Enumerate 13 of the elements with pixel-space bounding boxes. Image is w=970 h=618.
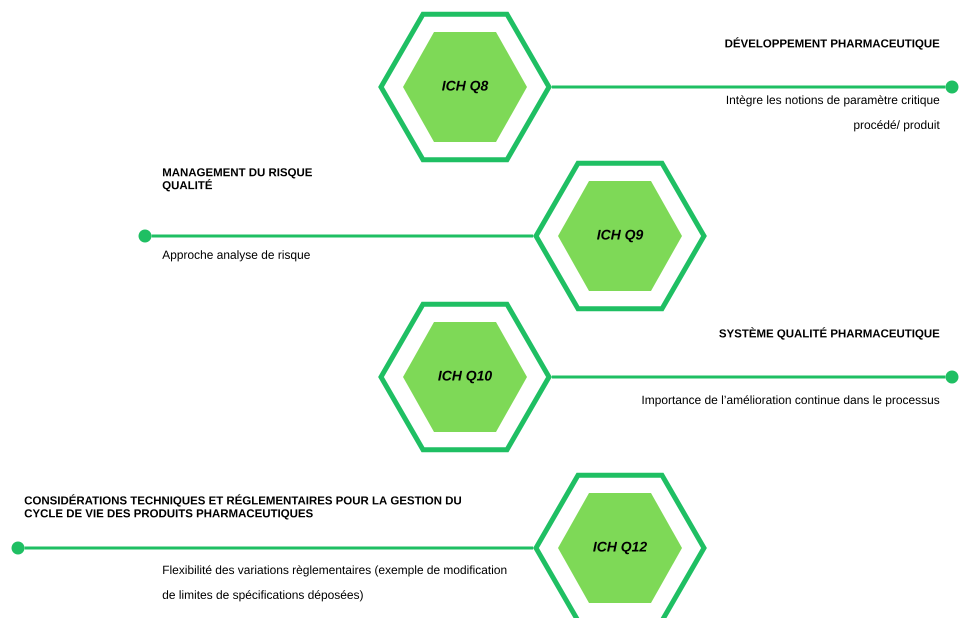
dot (946, 370, 958, 384)
description: Intègre les notions de paramètre critique procédé/ produit (726, 95, 940, 132)
connector-line (552, 86, 946, 88)
heading: CONSIDÉRATIONS TECHNIQUES ET RÉGLEMENTAIRES POUR LA GESTION DU CYCLE DE VIE DES PRODUITS PHARMACEUTIQUES (24, 494, 462, 520)
dot (138, 230, 152, 242)
heading: SYSTÈME QUALITÉ PHARMACEUTIQUE (719, 327, 940, 340)
dot (12, 542, 24, 554)
connector-line (152, 234, 534, 238)
description: Flexibilité des variations règlementaires (exemple de modification de limites de spécifications déposées) (162, 565, 506, 602)
dot (946, 80, 958, 94)
connector-line (552, 376, 946, 378)
heading: MANAGEMENT DU RISQUE QUALITÉ (162, 168, 312, 192)
connector-line (24, 546, 534, 550)
